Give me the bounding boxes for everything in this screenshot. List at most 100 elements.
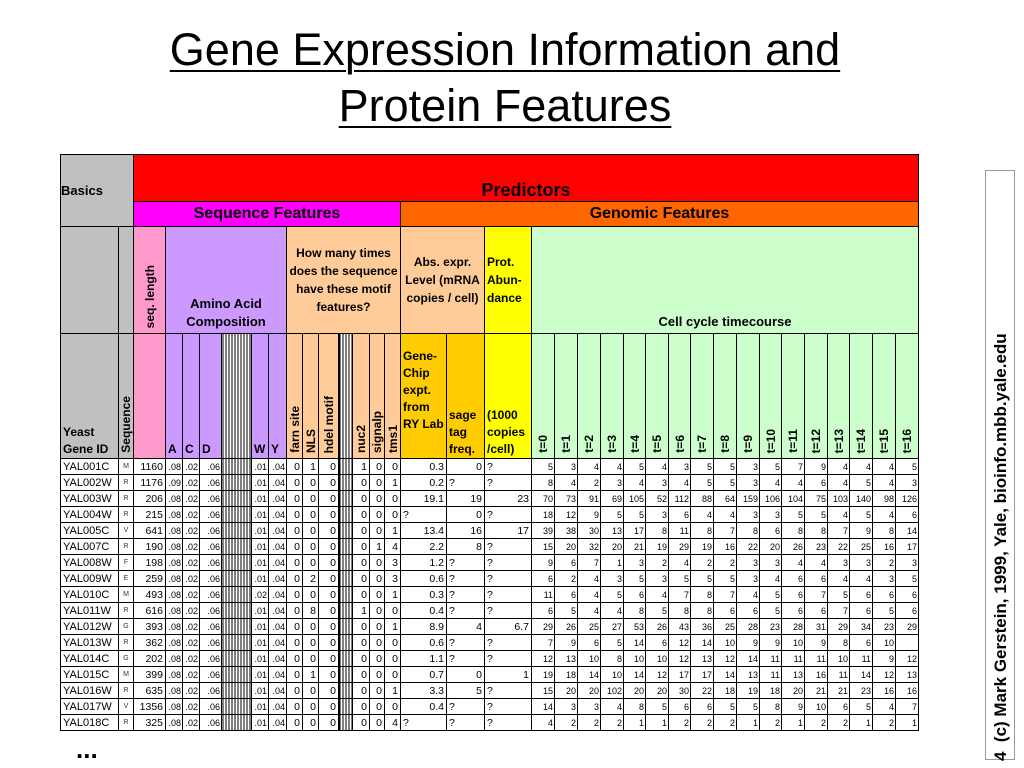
motif-hidden-cols bbox=[338, 333, 353, 459]
aa-c-cell: .02 bbox=[182, 682, 200, 699]
timecourse-cell: 5 bbox=[872, 602, 896, 619]
timecourse-cell: 16 bbox=[804, 666, 828, 683]
aa-hidden-cell bbox=[221, 522, 252, 539]
tp-header: t=4 bbox=[623, 333, 646, 459]
aa-d-cell: .06 bbox=[199, 522, 222, 539]
timecourse-cell: 23 bbox=[759, 618, 782, 635]
timecourse-cell: 9 bbox=[577, 506, 601, 523]
prot-abundance-cell: ? bbox=[484, 682, 532, 699]
timecourse-cell: 4 bbox=[577, 586, 601, 603]
genechip-cell: 0.7 bbox=[400, 666, 447, 683]
farn-site-cell: 0 bbox=[286, 666, 303, 683]
seq-length-cell: 325 bbox=[133, 714, 166, 731]
timecourse-cell: 5 bbox=[713, 458, 737, 475]
signalp-cell: 0 bbox=[369, 570, 385, 587]
timecourse-cell: 2 bbox=[713, 714, 737, 731]
timecourse-cell: 12 bbox=[872, 666, 896, 683]
nls-cell: 0 bbox=[302, 506, 319, 523]
sequence-cell: E bbox=[118, 570, 134, 587]
signalp-cell: 0 bbox=[369, 474, 385, 491]
timecourse-cell: 4 bbox=[759, 570, 782, 587]
timecourse-cell: 25 bbox=[713, 618, 737, 635]
aa-a-cell: .08 bbox=[165, 570, 183, 587]
tms1-cell: 0 bbox=[384, 650, 401, 667]
genechip-cell: 0.6 bbox=[400, 570, 447, 587]
nuc2-header: nuc2 bbox=[352, 333, 370, 459]
timecourse-cell: 4 bbox=[577, 570, 601, 587]
aa-y-cell: .04 bbox=[268, 618, 287, 635]
more-rows-ellipsis: ... bbox=[76, 734, 98, 764]
timecourse-cell: 112 bbox=[668, 490, 691, 507]
gene-id-cell: YAL002W bbox=[60, 474, 119, 491]
timecourse-cell: 4 bbox=[600, 602, 624, 619]
credit-line: (c) Mark Gerstein, 1999, Yale, bioinfo.m… bbox=[991, 333, 1010, 743]
motif-hidden-cell bbox=[338, 602, 353, 619]
farn-site-cell: 0 bbox=[286, 682, 303, 699]
tms1-cell: 1 bbox=[384, 586, 401, 603]
tp-header: t=1 bbox=[554, 333, 578, 459]
signalp-header: signalp bbox=[369, 333, 385, 459]
motif-hidden-cell bbox=[338, 538, 353, 555]
farn-site-cell: 0 bbox=[286, 714, 303, 731]
signalp-cell: 1 bbox=[369, 538, 385, 555]
signalp-cell: 0 bbox=[369, 458, 385, 475]
timecourse-cell: 29 bbox=[531, 618, 555, 635]
timecourse-cell: 4 bbox=[849, 458, 873, 475]
aa-w-cell: .01 bbox=[251, 458, 269, 475]
tms1-cell: 1 bbox=[384, 522, 401, 539]
timecourse-cell: 4 bbox=[781, 474, 805, 491]
gene-id-cell: YAL017W bbox=[60, 698, 119, 715]
timecourse-cell: 18 bbox=[713, 682, 737, 699]
hdel-motif-cell: 0 bbox=[318, 682, 339, 699]
nuc2-cell: 0 bbox=[352, 714, 370, 731]
aa-c-cell: .02 bbox=[182, 570, 200, 587]
farn-site-cell: 0 bbox=[286, 474, 303, 491]
timecourse-cell: 5 bbox=[759, 586, 782, 603]
timecourse-cell: 6 bbox=[895, 506, 919, 523]
tp-header: t=9 bbox=[736, 333, 760, 459]
timecourse-cell: 11 bbox=[759, 666, 782, 683]
tp-header: t=12 bbox=[804, 333, 828, 459]
aa-c-cell: .02 bbox=[182, 490, 200, 507]
signalp-cell: 0 bbox=[369, 714, 385, 731]
timecourse-cell: 9 bbox=[872, 650, 896, 667]
motif-hidden-cell bbox=[338, 682, 353, 699]
genechip-cell: 1.2 bbox=[400, 554, 447, 571]
timecourse-cell: 20 bbox=[600, 538, 624, 555]
prot-abundance-cell: 6.7 bbox=[484, 618, 532, 635]
timecourse-cell: 1 bbox=[600, 554, 624, 571]
aa-w-cell: .02 bbox=[251, 586, 269, 603]
nuc2-cell: 0 bbox=[352, 682, 370, 699]
timecourse-cell: 19 bbox=[531, 666, 555, 683]
timecourse-cell: 106 bbox=[759, 490, 782, 507]
aa-c-cell: .02 bbox=[182, 634, 200, 651]
timecourse-cell: 6 bbox=[623, 586, 646, 603]
tms1-cell: 0 bbox=[384, 506, 401, 523]
tp-header: t=7 bbox=[690, 333, 714, 459]
tp-header: t=5 bbox=[645, 333, 669, 459]
timecourse-cell: 5 bbox=[759, 458, 782, 475]
timecourse-cell: 10 bbox=[713, 634, 737, 651]
farn-site-cell: 0 bbox=[286, 506, 303, 523]
timecourse-cell: 17 bbox=[895, 538, 919, 555]
timecourse-cell: 17 bbox=[690, 666, 714, 683]
hdel-motif-cell: 0 bbox=[318, 570, 339, 587]
timecourse-cell: 6 bbox=[804, 602, 828, 619]
aa-w-cell: .01 bbox=[251, 634, 269, 651]
timecourse-cell: 4 bbox=[668, 474, 691, 491]
hdel-motif-cell: 0 bbox=[318, 474, 339, 491]
aa-c-cell: .02 bbox=[182, 618, 200, 635]
timecourse-cell: 4 bbox=[645, 458, 669, 475]
timecourse-cell: 14 bbox=[623, 666, 646, 683]
nuc2-cell: 1 bbox=[352, 602, 370, 619]
nuc2-cell: 0 bbox=[352, 698, 370, 715]
signalp-cell: 0 bbox=[369, 490, 385, 507]
slide-number: 4 bbox=[991, 751, 1010, 761]
timecourse-cell: 64 bbox=[713, 490, 737, 507]
sage-cell: ? bbox=[446, 474, 485, 491]
signalp-label: signalp bbox=[370, 410, 384, 453]
genechip-cell: 0.3 bbox=[400, 586, 447, 603]
aa-d-cell: .06 bbox=[199, 458, 222, 475]
timecourse-cell: 8 bbox=[690, 522, 714, 539]
